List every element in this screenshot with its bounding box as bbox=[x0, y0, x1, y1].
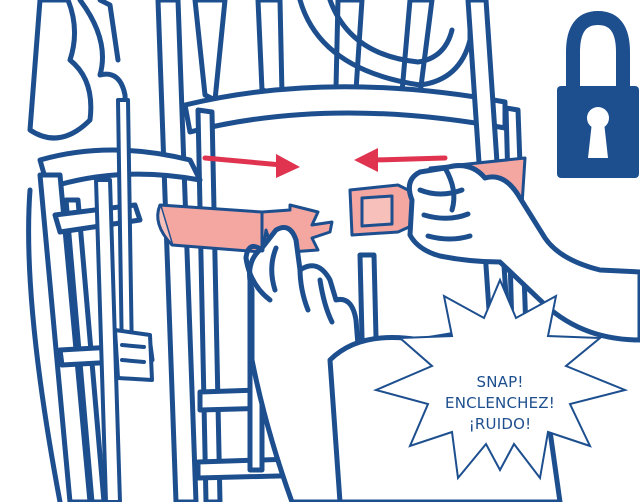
seat-curved-rail bbox=[185, 87, 505, 132]
burst-line-ruido: ¡RUIDO! bbox=[425, 414, 575, 435]
arrow-right-icon bbox=[205, 154, 300, 178]
left-rear-post bbox=[198, 110, 220, 502]
seat-shell-hinge bbox=[30, 0, 128, 160]
strap-left-segment bbox=[160, 205, 262, 252]
burst-line-snap: SNAP! bbox=[425, 372, 575, 393]
padlock-locked-icon bbox=[557, 18, 639, 178]
burst-line-enclenchez: ENCLENCHEZ! bbox=[425, 393, 575, 414]
strap-buckle-clip bbox=[115, 330, 152, 380]
sound-burst-text: SNAP! ENCLENCHEZ! ¡RUIDO! bbox=[425, 372, 575, 435]
left-front-post bbox=[158, 0, 196, 502]
seat-back-slats bbox=[195, 0, 225, 100]
